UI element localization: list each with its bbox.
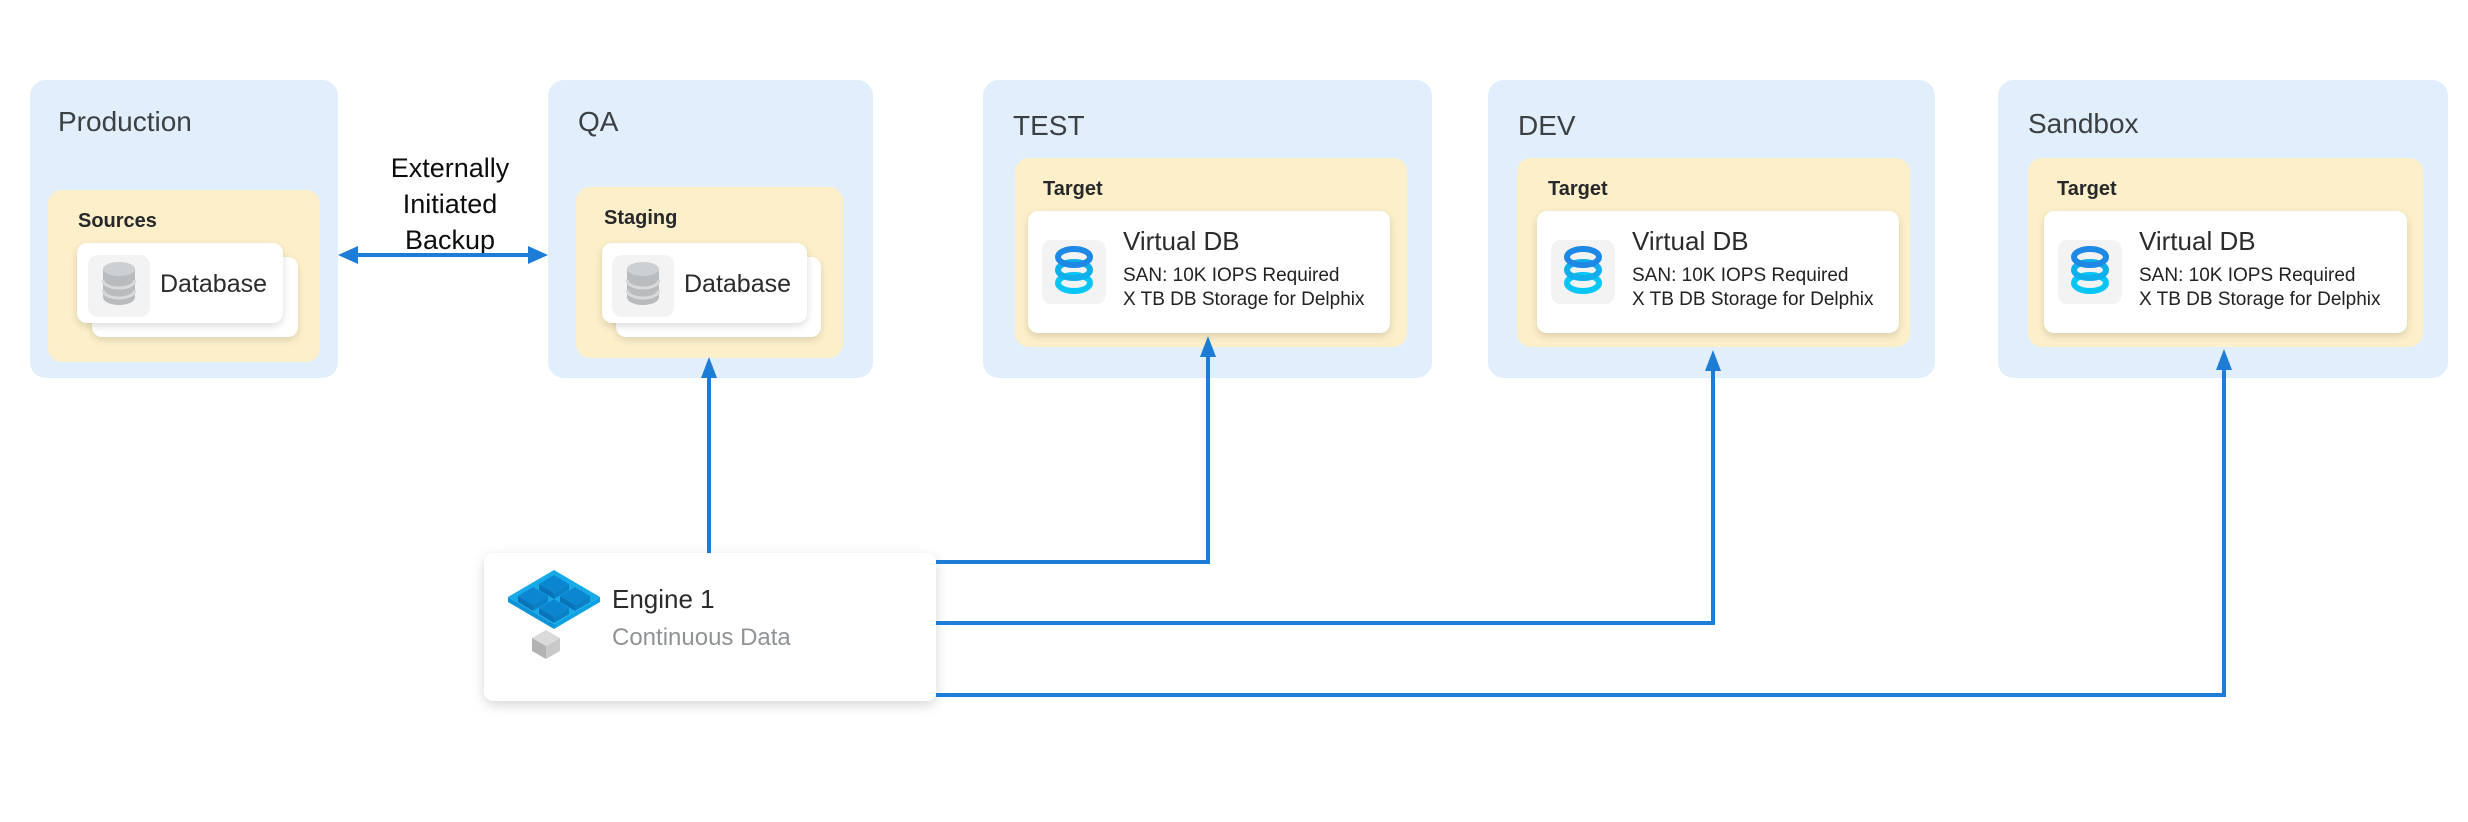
virtual-db-icon	[2068, 245, 2112, 300]
virtual-db-detail-san: SAN: 10K IOPS Required	[1123, 265, 1340, 286]
database-icon	[623, 260, 663, 313]
connector-engine-to-sandbox	[936, 349, 2232, 697]
delphix-engine-icon	[506, 568, 602, 665]
virtual-db-icon-tile	[2058, 240, 2122, 304]
virtual-db-text-block: Virtual DB SAN: 10K IOPS Required X TB D…	[1123, 226, 1364, 312]
database-icon	[99, 260, 139, 313]
group-label: Target	[1548, 178, 1608, 200]
virtual-db-detail-storage: X TB DB Storage for Delphix	[2139, 289, 2381, 310]
virtual-db-title: Virtual DB	[1632, 226, 1749, 256]
engine-subtitle: Continuous Data	[612, 624, 791, 651]
virtual-db-detail-storage: X TB DB Storage for Delphix	[1632, 289, 1874, 310]
virtual-db-detail-storage: X TB DB Storage for Delphix	[1123, 289, 1365, 310]
env-title: DEV	[1518, 110, 1576, 141]
group-label: Target	[1043, 178, 1103, 200]
env-title: QA	[578, 106, 619, 137]
virtual-db-detail-san: SAN: 10K IOPS Required	[2139, 265, 2356, 286]
externally-initiated-backup-label: Externally Initiated Backup	[340, 150, 560, 258]
virtual-db-title: Virtual DB	[2139, 226, 2256, 256]
virtual-db-icon	[1561, 245, 1605, 300]
env-title: Production	[58, 106, 192, 137]
virtual-db-icon	[1052, 245, 1096, 300]
virtual-db-detail-san: SAN: 10K IOPS Required	[1632, 265, 1849, 286]
virtual-db-text-block: Virtual DB SAN: 10K IOPS Required X TB D…	[2139, 226, 2380, 312]
env-title: TEST	[1013, 110, 1085, 141]
group-label: Staging	[604, 207, 678, 229]
connector-engine-to-qa	[701, 357, 717, 553]
connector-engine-to-dev	[936, 350, 1721, 625]
database-card-label: Database	[160, 270, 268, 298]
env-title: Sandbox	[2028, 108, 2139, 139]
virtual-db-icon-tile	[1551, 240, 1615, 304]
database-icon-tile	[612, 255, 674, 317]
virtual-db-title: Virtual DB	[1123, 226, 1240, 256]
engine-title: Engine 1	[612, 584, 715, 614]
database-card-label: Database	[684, 270, 792, 298]
backup-label-line: Initiated	[402, 189, 498, 219]
backup-label-line: Externally	[390, 153, 510, 183]
group-label: Sources	[78, 210, 157, 232]
group-label: Target	[2057, 178, 2117, 200]
virtual-db-icon-tile	[1042, 240, 1106, 304]
backup-label-line: Backup	[404, 225, 496, 255]
database-icon-tile	[88, 255, 150, 317]
virtual-db-text-block: Virtual DB SAN: 10K IOPS Required X TB D…	[1632, 226, 1873, 312]
